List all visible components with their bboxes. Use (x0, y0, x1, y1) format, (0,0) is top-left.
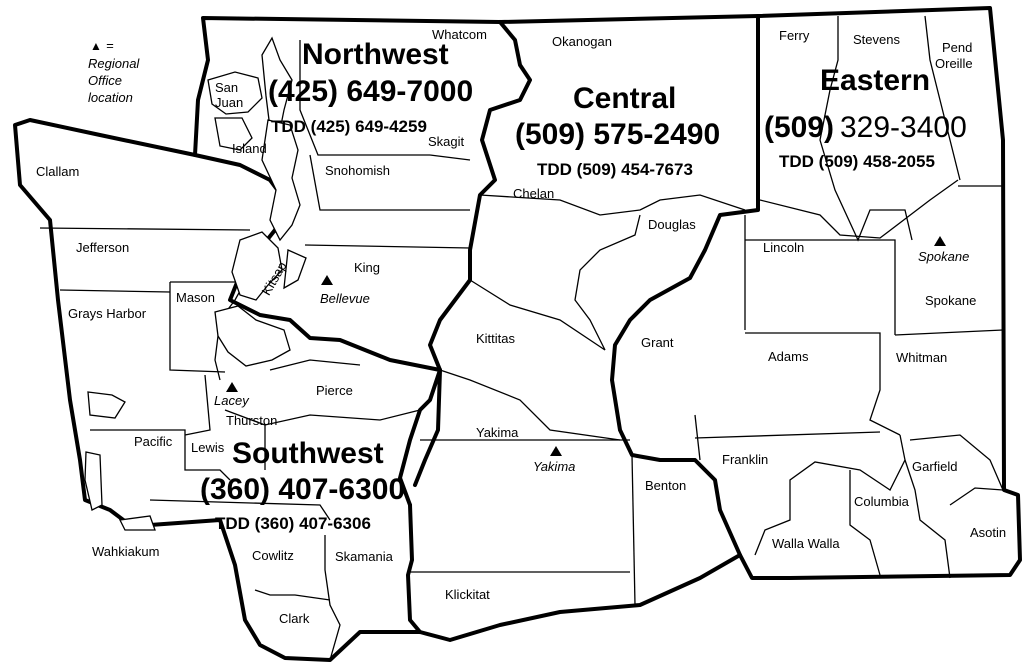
region-central-tdd: TDD (509) 454-7673 (537, 160, 693, 179)
county-asotin: Asotin (970, 525, 1006, 540)
county-pierce: Pierce (316, 383, 353, 398)
legend-equals: = (106, 38, 114, 53)
county-pend-oreille-1: Pend (942, 40, 972, 55)
region-southwest-tdd: TDD (360) 407-6306 (215, 514, 371, 533)
region-eastern-name: Eastern (820, 64, 930, 97)
region-central-name: Central (573, 82, 676, 115)
county-klickitat: Klickitat (445, 587, 490, 602)
county-garfield: Garfield (912, 459, 958, 474)
region-central-phone: (509) 575-2490 (515, 118, 720, 151)
puget-sound-islands (84, 36, 307, 531)
region-northwest-tdd: TDD (425) 649-4259 (271, 117, 427, 136)
region-southwest-name: Southwest (232, 437, 384, 470)
region-eastern-phone-area: (509) (764, 111, 834, 144)
county-lines (39, 15, 1004, 661)
county-thurston: Thurston (226, 413, 277, 428)
region-central: Central (509) 575-2490 TDD (509) 454-767… (515, 82, 720, 179)
county-san-juan-2: Juan (215, 95, 243, 110)
county-mason: Mason (176, 290, 215, 305)
region-eastern: Eastern (509) 329-3400 TDD (509) 458-205… (764, 64, 967, 171)
county-grant: Grant (641, 335, 674, 350)
border-sw-inner (413, 368, 442, 487)
county-okanogan: Okanogan (552, 34, 612, 49)
county-wahkiakum: Wahkiakum (92, 544, 159, 559)
county-whatcom: Whatcom (432, 27, 487, 42)
region-northwest-name: Northwest (302, 38, 449, 71)
office-label-spokane: Spokane (918, 249, 969, 264)
office-marker-yakima (550, 446, 562, 456)
border-central-eastern (610, 14, 760, 557)
county-columbia: Columbia (854, 494, 910, 509)
county-franklin: Franklin (722, 452, 768, 467)
county-yakima: Yakima (476, 425, 519, 440)
region-northwest-phone: (425) 649-7000 (268, 75, 473, 108)
region-eastern-phone-rest: 329-3400 (840, 111, 967, 144)
region-southwest: Southwest (360) 407-6300 TDD (360) 407-6… (200, 437, 405, 533)
office-marker-bellevue (321, 275, 333, 285)
region-eastern-tdd: TDD (509) 458-2055 (779, 152, 935, 171)
county-ferry: Ferry (779, 28, 810, 43)
county-pacific: Pacific (134, 434, 173, 449)
legend-line3: location (88, 90, 133, 105)
legend-line1: Regional (88, 56, 140, 71)
county-adams: Adams (768, 349, 809, 364)
county-snohomish: Snohomish (325, 163, 390, 178)
county-skagit: Skagit (428, 134, 465, 149)
county-benton: Benton (645, 478, 686, 493)
county-pend-oreille-2: Oreille (935, 56, 973, 71)
county-whitman: Whitman (896, 350, 947, 365)
county-cowlitz: Cowlitz (252, 548, 294, 563)
county-spokane: Spokane (925, 293, 976, 308)
county-king: King (354, 260, 380, 275)
office-marker-spokane (934, 236, 946, 246)
state-outline (13, 6, 1022, 662)
county-walla-walla: Walla Walla (772, 536, 840, 551)
office-label-bellevue: Bellevue (320, 291, 370, 306)
legend-symbol: ▲ (90, 39, 102, 53)
region-southwest-phone: (360) 407-6300 (200, 473, 405, 506)
county-island: Island (232, 141, 267, 156)
county-chelan: Chelan (513, 186, 554, 201)
county-jefferson: Jefferson (76, 240, 129, 255)
county-stevens: Stevens (853, 32, 900, 47)
county-skamania: Skamania (335, 549, 394, 564)
county-clallam: Clallam (36, 164, 79, 179)
office-city-labels: Bellevue Spokane Lacey Yakima (214, 249, 969, 474)
county-san-juan-1: San (215, 80, 238, 95)
legend: ▲ = Regional Office location (88, 38, 140, 105)
county-douglas: Douglas (648, 217, 696, 232)
county-lincoln: Lincoln (763, 240, 804, 255)
county-lewis: Lewis (191, 440, 225, 455)
office-marker-lacey (226, 382, 238, 392)
office-markers (226, 236, 946, 456)
legend-line2: Office (88, 73, 122, 88)
county-labels: Whatcom Okanogan Ferry Stevens Pend Orei… (36, 27, 1006, 626)
county-kittitas: Kittitas (476, 331, 516, 346)
county-grays-harbor: Grays Harbor (68, 306, 147, 321)
office-label-yakima: Yakima (533, 459, 575, 474)
region-northwest: Northwest (425) 649-7000 TDD (425) 649-4… (268, 38, 473, 136)
border-central-sw (406, 503, 422, 634)
office-label-lacey: Lacey (214, 393, 250, 408)
county-clark: Clark (279, 611, 310, 626)
